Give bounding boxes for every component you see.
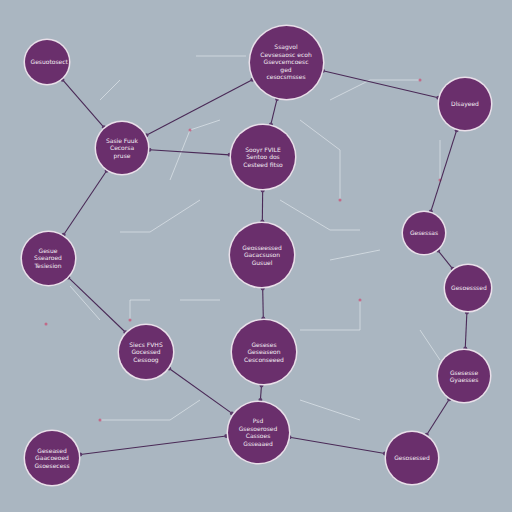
connector [436, 249, 455, 271]
connector [60, 78, 105, 130]
node-label: Gesue Ssearoed Tesiesion [29, 247, 67, 270]
node-circle: Geosseessed Gacacsuson Gusuel [230, 223, 294, 287]
node-circle: Gesessas [403, 212, 445, 254]
connector [258, 383, 263, 402]
connector [425, 397, 452, 437]
node-label: Psd Gsesoerosed Cassoes Gsseaaed [237, 417, 280, 447]
node-circle: Gesosessed [386, 432, 438, 484]
node-text-group: Gesosessed [394, 454, 430, 462]
node-label: Geseses Geseaseon Cesconseeed [241, 341, 288, 364]
node-circle: Gsesesse Gyaesses [438, 350, 490, 402]
node-text-group: Geseased Gaacoeoed Gsoesecess [32, 447, 72, 470]
node-label: Gesosessed [394, 454, 430, 462]
connector [147, 148, 231, 157]
node-label: Sooyr FVILE Sentoo dos Cesteed fitso [240, 146, 287, 169]
node-label: Siecs FVHS Gocessed Cessoog [126, 341, 166, 364]
connector [78, 434, 228, 456]
connector [321, 69, 440, 100]
connector [261, 286, 266, 320]
node-text-group: Dlsayeed [451, 100, 479, 108]
connector [260, 188, 264, 223]
connector [429, 128, 459, 213]
node-text-group: Ssagvol Cevsesaosc ecoh Gsevcemcoesc ged… [260, 43, 312, 81]
node-label: Gesuotosect [31, 58, 64, 66]
node-circle: Sasie Fuuk Cecorsa pruse [96, 122, 148, 174]
node-text-group: Gesuotosect [31, 58, 64, 66]
node-text-group: Gesessas [410, 229, 438, 237]
node-label: Geosseessed Gacacsuson Gusuel [239, 244, 286, 267]
node-label: Gesoesssed [451, 284, 485, 292]
node-text-group: Psd Gsesoerosed Cassoes Gsseaaed [237, 417, 280, 447]
node-label: Gsesesse Gyaesses [445, 369, 483, 384]
node-label: Geseased Gaacoeoed Gsoesecess [32, 447, 72, 470]
node-circle: Sooyr FVILE Sentoo dos Cesteed fitso [231, 125, 295, 189]
node-label: Gesessas [410, 229, 438, 237]
node-circle: Geseased Gaacoeoed Gsoesecess [25, 431, 79, 485]
node-text-group: Geseses Geseaseon Cesconseeed [241, 341, 288, 364]
node-text-group: Siecs FVHS Gocessed Cessoog [126, 341, 166, 364]
node-text-group: Gesoesssed [451, 284, 485, 292]
node-text-group: Gsesesse Gyaesses [445, 369, 483, 384]
node-text-group: Sooyr FVILE Sentoo dos Cesteed fitso [240, 146, 287, 169]
node-label: Dlsayeed [451, 100, 479, 108]
node-text-group: Sasie Fuuk Cecorsa pruse [104, 137, 141, 160]
connector [288, 435, 387, 455]
node-label: Sasie Fuuk Cecorsa pruse [104, 137, 141, 160]
connector [463, 310, 469, 350]
node-circle: Ssagvol Cevsesaosc ecoh Gsevcemcoesc ged… [250, 26, 323, 99]
connector [62, 169, 109, 237]
node-circle: Gesoesssed [445, 265, 491, 311]
connector [269, 97, 279, 127]
node-circle: Psd Gsesoerosed Cassoes Gsseaaed [228, 402, 289, 463]
node-circle: Gesue Ssearoed Tesiesion [22, 232, 75, 285]
connector [144, 78, 254, 138]
connector [167, 367, 234, 416]
node-circle: Gesuotosect [25, 40, 69, 84]
connector [66, 275, 127, 334]
node-circle: Siecs FVHS Gocessed Cessoog [119, 325, 173, 379]
node-label: Ssagvol Cevsesaosc ecoh Gsevcemcoesc ged… [260, 43, 312, 81]
node-circle: Geseses Geseaseon Cesconseeed [232, 320, 296, 384]
node-text-group: Geosseessed Gacacsuson Gusuel [239, 244, 286, 267]
node-circle: Dlsayeed [439, 78, 491, 130]
node-text-group: Gesue Ssearoed Tesiesion [29, 247, 67, 270]
